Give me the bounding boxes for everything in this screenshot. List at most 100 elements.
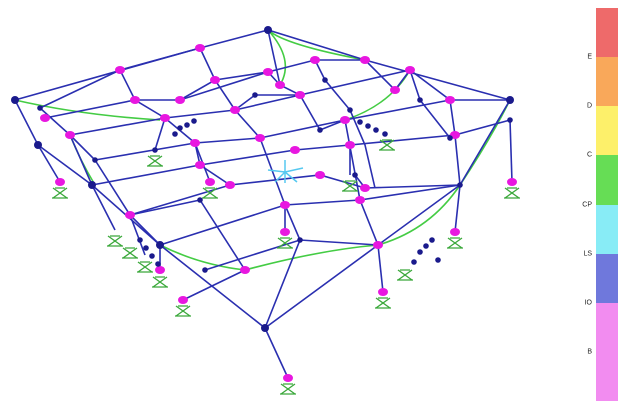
hinge-icon: [255, 134, 265, 142]
performance-legend: E D C CP LS IO B: [582, 8, 618, 401]
model-viewport[interactable]: [0, 0, 560, 401]
hinge-icon: [55, 178, 65, 186]
joint-node: [373, 127, 379, 133]
joint-node: [347, 107, 353, 113]
hinge-icon: [373, 241, 383, 249]
hinge-icon: [40, 114, 50, 122]
legend-label: B: [587, 348, 592, 356]
hinge-icon: [310, 56, 320, 64]
support-icon: [175, 305, 191, 317]
hinge-icon: [355, 196, 365, 204]
plastic-hinges: [40, 44, 517, 382]
hinge-icon: [275, 81, 285, 89]
support-icon: [280, 383, 296, 395]
legend-label: C: [586, 151, 592, 159]
hinge-icon: [450, 228, 460, 236]
hinge-icon: [195, 161, 205, 169]
hinge-icon: [405, 66, 415, 74]
joint-node: [457, 182, 463, 188]
hinge-icon: [190, 139, 200, 147]
hinge-icon: [290, 146, 300, 154]
axis-triad-icon: [267, 160, 304, 183]
legend-swatch: [596, 204, 618, 254]
support-icon: [152, 276, 168, 288]
joint-node: [423, 243, 429, 249]
joint-node: [435, 257, 441, 263]
hinge-icon: [225, 181, 235, 189]
joint-node: [506, 96, 514, 104]
joint-node: [447, 135, 453, 141]
hinge-icon: [378, 288, 388, 296]
hinge-icon: [195, 44, 205, 52]
support-icon: [379, 139, 395, 151]
joint-node: [92, 157, 98, 163]
joint-node: [149, 253, 155, 259]
hinge-icon: [315, 171, 325, 179]
legend-label: E: [587, 53, 592, 61]
hinge-icon: [280, 228, 290, 236]
joint-node: [507, 117, 513, 123]
joint-node: [156, 241, 164, 249]
joint-node: [172, 131, 178, 137]
joint-node: [137, 237, 143, 243]
support-icon: [107, 235, 123, 247]
joint-node: [152, 147, 158, 153]
joint-node: [191, 118, 197, 124]
joint-node: [429, 237, 435, 243]
bracing: [14, 29, 511, 271]
support-icon: [375, 297, 391, 309]
joint-node: [88, 181, 96, 189]
hinge-icon: [65, 131, 75, 139]
hinge-icon: [160, 114, 170, 122]
legend-swatch: [596, 57, 618, 107]
support-icon: [342, 180, 358, 192]
support-icon: [122, 247, 138, 259]
hinge-icon: [340, 116, 350, 124]
hinge-icon: [445, 96, 455, 104]
support-icon: [397, 269, 413, 281]
support-icon: [504, 187, 520, 199]
joint-node: [184, 122, 190, 128]
hinge-icon: [507, 178, 517, 186]
supports: [52, 139, 520, 395]
legend-label: LS: [583, 250, 592, 258]
legend-swatch: [596, 106, 618, 156]
hinge-icon: [283, 374, 293, 382]
joint-node: [264, 26, 272, 34]
support-icon: [52, 187, 68, 199]
hinge-icon: [125, 211, 135, 219]
hinge-icon: [155, 266, 165, 274]
joint-node: [417, 249, 423, 255]
hinge-icon: [295, 91, 305, 99]
hinge-icon: [210, 76, 220, 84]
hinge-icon: [390, 86, 400, 94]
joint-node: [34, 141, 42, 149]
legend-swatch: [596, 351, 618, 401]
joint-node: [317, 127, 323, 133]
hinge-icon: [240, 266, 250, 274]
support-icon: [147, 155, 163, 167]
joint-node: [202, 267, 208, 273]
legend-swatch: [596, 8, 618, 58]
hinge-icon: [263, 68, 273, 76]
legend-swatch: [596, 155, 618, 205]
joint-node: [352, 172, 358, 178]
joint-node: [382, 131, 388, 137]
support-icon: [447, 237, 463, 249]
legend-swatch: [596, 302, 618, 352]
joint-node: [417, 97, 423, 103]
joint-node: [155, 261, 161, 267]
hinge-icon: [230, 106, 240, 114]
legend-label: D: [586, 102, 592, 110]
hinge-icon: [360, 56, 370, 64]
legend-swatch: [596, 253, 618, 303]
hinge-icon: [175, 96, 185, 104]
legend-label: IO: [584, 299, 592, 307]
legend-label: CP: [582, 201, 592, 208]
joint-node: [252, 92, 258, 98]
joint-node: [261, 324, 269, 332]
hinge-icon: [205, 178, 215, 186]
joint-node: [177, 125, 183, 131]
joint-node: [322, 77, 328, 83]
joint-node: [143, 245, 149, 251]
